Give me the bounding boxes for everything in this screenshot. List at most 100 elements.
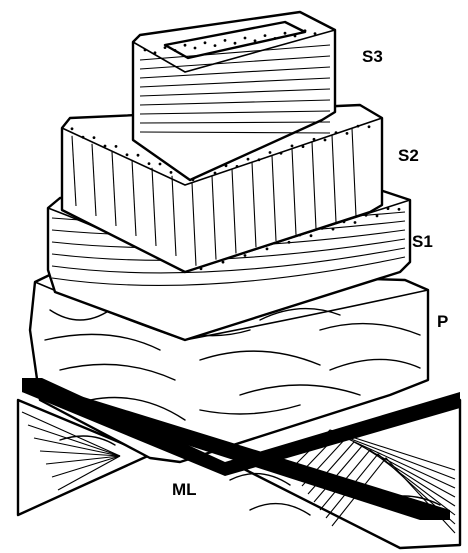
p-fiber bbox=[199, 350, 321, 366]
s2-hatch-line bbox=[291, 148, 297, 235]
s3-dot bbox=[213, 44, 217, 47]
p-fiber bbox=[89, 396, 186, 421]
s2-hatch-line bbox=[191, 182, 197, 266]
s3-dot bbox=[263, 34, 267, 37]
s2-hatch-line bbox=[131, 159, 137, 237]
s3-dot bbox=[163, 46, 167, 49]
s3-layer bbox=[131, 10, 337, 182]
s2-dot bbox=[81, 135, 85, 139]
s2-hatching bbox=[71, 128, 357, 266]
ml-fiber bbox=[59, 435, 116, 446]
s2-dot bbox=[158, 162, 162, 166]
ml-fiber bbox=[249, 502, 311, 516]
p-fiber bbox=[59, 363, 176, 381]
s3-hatch-line bbox=[139, 66, 331, 79]
s1-dot bbox=[265, 247, 269, 251]
ml-left-hatch-line bbox=[27, 424, 121, 457]
s3-dot bbox=[273, 37, 277, 40]
ml-left-hatch-line bbox=[57, 455, 121, 491]
ml-left-hatch-line bbox=[33, 437, 121, 457]
s1-hatch-line bbox=[51, 256, 406, 286]
s2-hatch-line bbox=[151, 167, 157, 247]
s3-dot bbox=[283, 31, 287, 35]
s3-hatch-line bbox=[139, 99, 331, 106]
s2-dot bbox=[290, 144, 294, 148]
p-fiber bbox=[239, 384, 361, 396]
s3-dots bbox=[143, 29, 317, 55]
s3-hatch-line bbox=[139, 55, 331, 70]
s2-dot bbox=[334, 131, 338, 135]
s2-hatch-line bbox=[271, 155, 277, 242]
s2-dot bbox=[125, 153, 129, 157]
s2-dot bbox=[268, 151, 272, 154]
p-fiber bbox=[259, 307, 341, 321]
s3-hatch-line bbox=[139, 88, 331, 97]
s3-dot bbox=[303, 29, 307, 33]
label-ml: ML bbox=[172, 480, 197, 499]
label-s2: S2 bbox=[398, 146, 419, 165]
s1-dot bbox=[397, 207, 401, 211]
s3-dot bbox=[173, 49, 177, 52]
s1-dot bbox=[243, 254, 247, 257]
s2-hatch-line bbox=[351, 128, 357, 217]
s2-dot bbox=[345, 132, 349, 135]
s2-hatch-line bbox=[171, 175, 177, 257]
ml-left-hatch-line bbox=[51, 455, 121, 478]
label-p: P bbox=[437, 312, 448, 331]
label-s1: S1 bbox=[412, 232, 433, 251]
s3-hatch-line bbox=[139, 121, 331, 124]
s2-dot bbox=[169, 171, 173, 174]
s3-dot bbox=[153, 51, 157, 55]
s2-hatch-line bbox=[251, 162, 257, 248]
s3-dot bbox=[313, 32, 317, 35]
s2-dot bbox=[301, 145, 305, 149]
p-fiber bbox=[329, 358, 421, 371]
s1-dot bbox=[309, 234, 313, 238]
s1-dot bbox=[331, 227, 335, 231]
s3-dot bbox=[223, 39, 227, 42]
s2-dot bbox=[279, 151, 283, 155]
s2-dot bbox=[114, 145, 118, 148]
s3-top-edge bbox=[132, 29, 336, 73]
s3-dot bbox=[253, 39, 257, 43]
s3-dot bbox=[243, 36, 247, 40]
ml-left-hatching bbox=[21, 411, 121, 491]
s1-dot bbox=[386, 207, 390, 211]
s1-dot bbox=[375, 214, 379, 218]
s3-dot bbox=[233, 41, 237, 45]
s3-dot bbox=[203, 41, 207, 45]
s1-dot bbox=[221, 260, 225, 264]
s2-dot bbox=[70, 127, 74, 131]
s3-dot bbox=[193, 46, 197, 50]
s2-dot bbox=[213, 171, 217, 175]
p-fiber bbox=[49, 309, 111, 321]
ml-left-hatch-line bbox=[39, 450, 121, 457]
s2-hatch-line bbox=[71, 135, 77, 207]
s2-hatch-line bbox=[331, 134, 337, 223]
s3-dot bbox=[293, 34, 297, 38]
p-fibers bbox=[44, 307, 421, 421]
s2-hatch-line bbox=[231, 168, 237, 254]
s2-hatch-line bbox=[111, 151, 117, 227]
p-fiber bbox=[319, 322, 421, 336]
ml-bar-diagonal-b bbox=[22, 378, 460, 476]
s2-hatch-line bbox=[211, 175, 217, 260]
ml-cross-bars bbox=[22, 378, 460, 520]
ml-left-hatch-line bbox=[45, 455, 121, 465]
s2-hatch-line bbox=[91, 143, 97, 217]
s1-hatch-line bbox=[51, 247, 406, 274]
ml-right-hatch-line bbox=[289, 429, 456, 471]
s2-dot bbox=[257, 158, 261, 162]
s3-hatch-line bbox=[139, 77, 331, 88]
s3-dot bbox=[183, 43, 187, 47]
ml-fibers bbox=[59, 435, 441, 516]
s3-hatching bbox=[139, 44, 331, 134]
s3-hatch-line bbox=[139, 110, 331, 115]
ml-left-hatch-line bbox=[21, 411, 121, 457]
s2-top-edge bbox=[61, 117, 383, 186]
s2-dot bbox=[312, 137, 316, 141]
s3-dot bbox=[143, 48, 147, 52]
s1-dot bbox=[353, 221, 357, 224]
s3-hatch-line bbox=[139, 44, 331, 61]
